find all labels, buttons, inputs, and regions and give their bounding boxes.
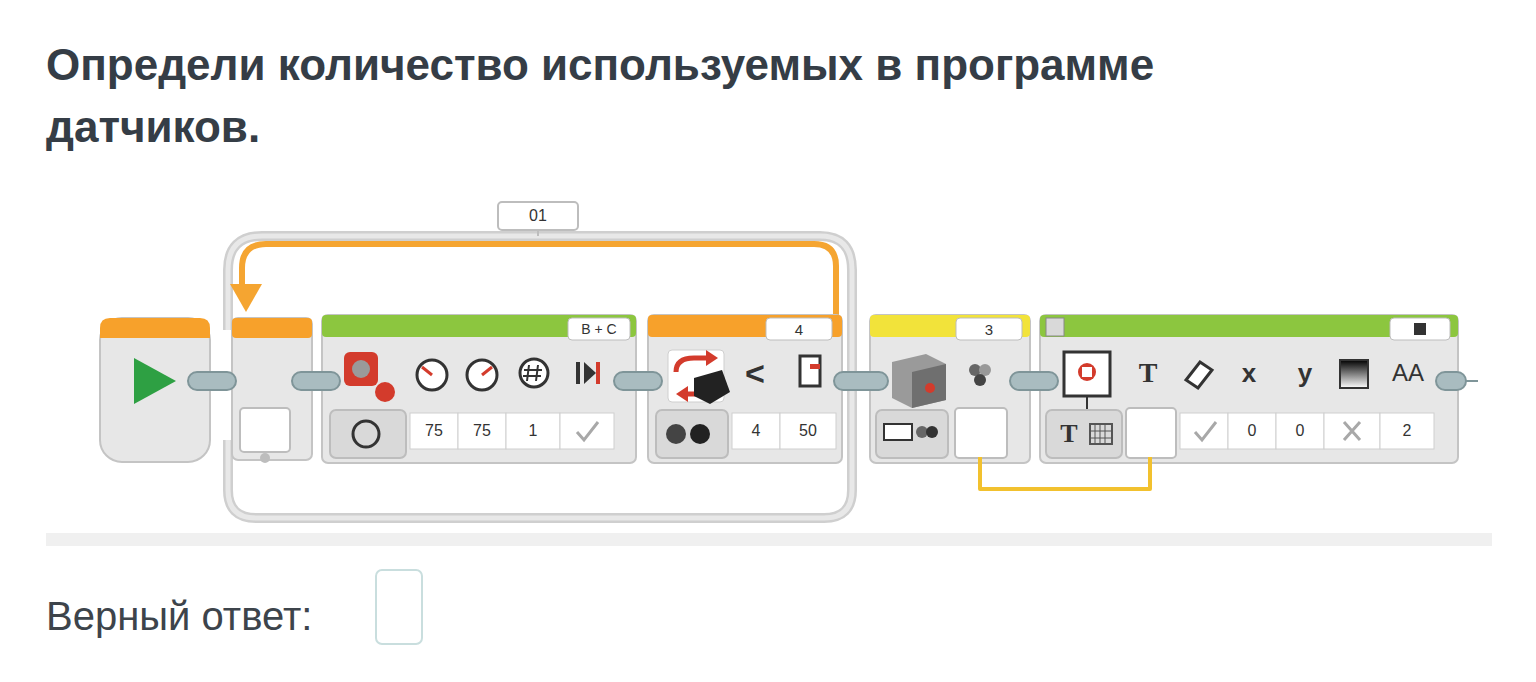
- threshold-icon: [800, 356, 820, 386]
- block-parameter: T: [1130, 354, 1166, 392]
- move-tank-block: [322, 315, 636, 463]
- block-parameter: 4: [766, 318, 832, 340]
- input-plug: [1126, 408, 1176, 458]
- motor-icon: [344, 352, 378, 386]
- mode-button: [330, 410, 406, 458]
- block-parameter: x: [1234, 356, 1264, 390]
- separator-bar: [46, 533, 1492, 546]
- block-parameter: 2: [1380, 414, 1434, 448]
- loop-arrowhead: [230, 284, 262, 312]
- loop-name-tab: [498, 202, 578, 230]
- eraser-icon: [1186, 362, 1212, 388]
- display-block: [1040, 315, 1458, 463]
- block-parameter: 4: [732, 414, 780, 448]
- mode-button: [876, 410, 948, 458]
- speed-gauge: [417, 360, 447, 390]
- rotations-icon: [520, 359, 548, 387]
- cross-mark: [1344, 422, 1360, 440]
- block-parameter: 01: [498, 203, 578, 229]
- block-parameter: T: [1052, 418, 1086, 450]
- block-parameter: AA: [1384, 354, 1432, 392]
- mode-button: [656, 410, 728, 458]
- block-parameter: y: [1290, 356, 1320, 390]
- color-icon: [1340, 360, 1368, 388]
- loop-frame: [228, 236, 852, 518]
- loop-arrow: [242, 244, 836, 318]
- color-sensor-icon: [892, 354, 946, 408]
- block-parameter: <: [734, 354, 776, 392]
- loop-block: 01B + C757514<450: [222, 200, 860, 522]
- loop-frame-inner: [228, 236, 852, 518]
- check-mark: [577, 422, 598, 440]
- answer-label: Верный ответ:: [46, 594, 312, 639]
- display-block: Txy AA T 00 2: [1040, 315, 1458, 463]
- block-parameter: 50: [780, 414, 836, 448]
- block-parameter: 75: [410, 414, 458, 448]
- loop-condition-block: 4<450: [648, 315, 842, 463]
- display-icon: [1064, 352, 1110, 396]
- speed-gauge: [467, 360, 497, 390]
- data-wire: [980, 457, 1150, 489]
- block-parameter: 0: [1276, 414, 1324, 448]
- color-sensor-block: 3: [870, 315, 1030, 463]
- question-title: Определи количество используемых в прогр…: [46, 34, 1296, 158]
- start-triangle: [134, 358, 176, 404]
- loop-condition-block: [648, 315, 842, 463]
- move-tank-block: B + C75751: [322, 315, 636, 463]
- check-mark: [1195, 422, 1216, 440]
- block-parameter: B + C: [568, 318, 630, 340]
- brake-icon: [596, 362, 600, 384]
- answer-input: [376, 570, 422, 644]
- output-plug: [955, 408, 1007, 458]
- block-parameter: 0: [1228, 414, 1276, 448]
- block-parameter: 1: [506, 414, 560, 448]
- mode-button: [1046, 410, 1122, 458]
- ultrasonic-icon: [694, 370, 730, 404]
- sequence-plugs: [188, 372, 1466, 390]
- block-parameter: 75: [458, 414, 506, 448]
- color-sensor-block: [870, 315, 1030, 463]
- block-parameter: 3: [956, 318, 1022, 340]
